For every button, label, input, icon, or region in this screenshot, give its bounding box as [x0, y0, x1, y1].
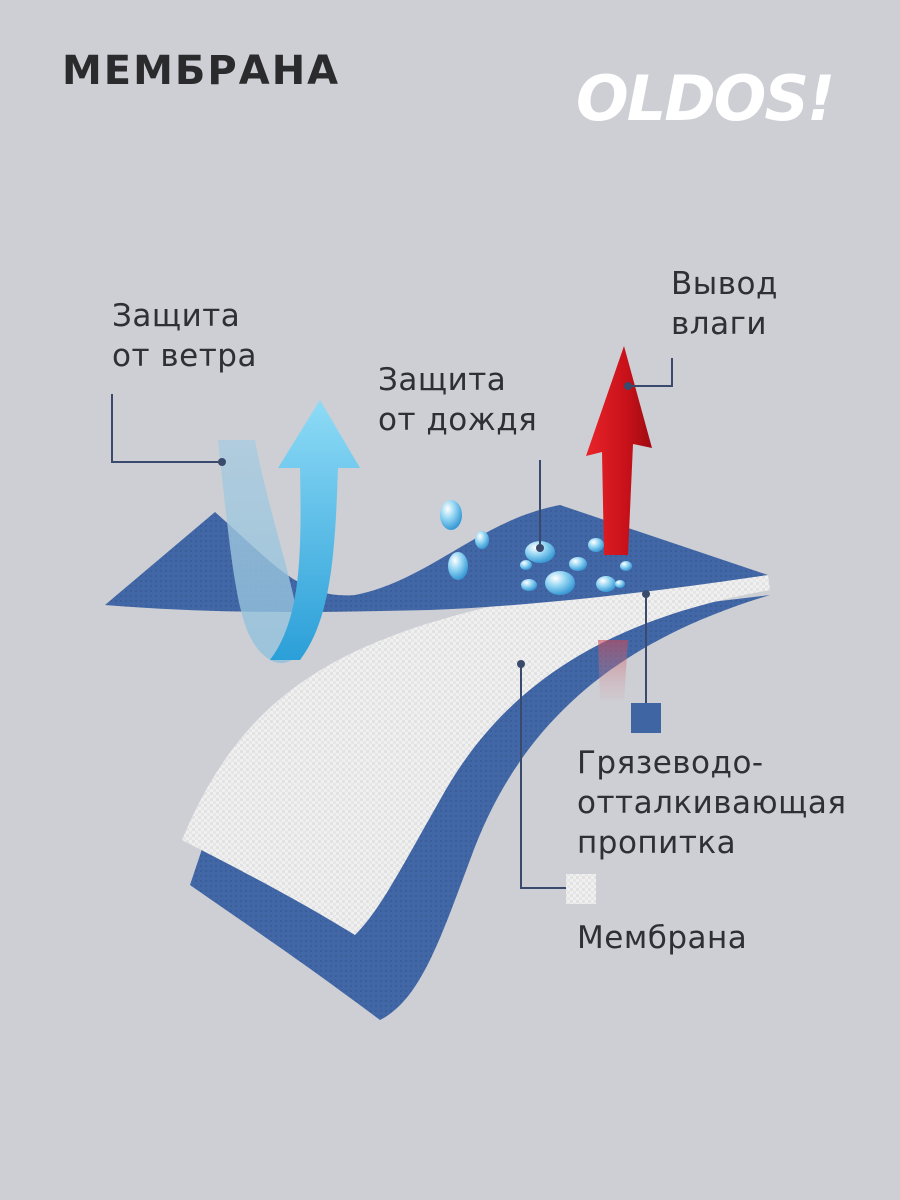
callout-dots: [218, 382, 650, 668]
wind-protection-label: Защита от ветра: [112, 296, 257, 376]
membrane-swatch: [566, 874, 596, 904]
wind-label-line: от ветра: [112, 338, 257, 374]
repellent-coating-label: Грязеводо- отталкивающая пропитка: [577, 743, 846, 863]
membrane-label: Мембрана: [577, 918, 747, 958]
page-title: МЕМБРАНА: [62, 48, 341, 94]
wind-label-line: Защита: [112, 298, 241, 334]
moisture-label-line: Вывод: [671, 266, 778, 302]
repellent-swatch: [631, 703, 661, 733]
wind-arrow: [270, 400, 360, 660]
rain-label-line: от дождя: [378, 402, 538, 438]
repellent-label-line: отталкивающая: [577, 785, 847, 821]
rain-label-line: Защита: [378, 362, 507, 398]
membrane-layer: [182, 575, 770, 935]
moisture-label-line: влаги: [671, 306, 768, 342]
wind-arrow-back: [218, 440, 300, 664]
water-droplets: [440, 500, 632, 595]
membrane-label-line: Мембрана: [577, 920, 748, 956]
moisture-arrow: [586, 346, 652, 555]
brand-logo: OLDOS!: [576, 62, 835, 135]
moisture-removal-label: Вывод влаги: [671, 264, 778, 344]
repellent-label-line: Грязеводо-: [577, 745, 764, 781]
moisture-arrow-tail: [598, 640, 628, 700]
callout-lines: [111, 358, 673, 889]
rain-protection-label: Защита от дождя: [378, 360, 537, 440]
repellent-label-line: пропитка: [577, 825, 737, 861]
svg-text:OLDOS!: OLDOS!: [576, 62, 833, 135]
